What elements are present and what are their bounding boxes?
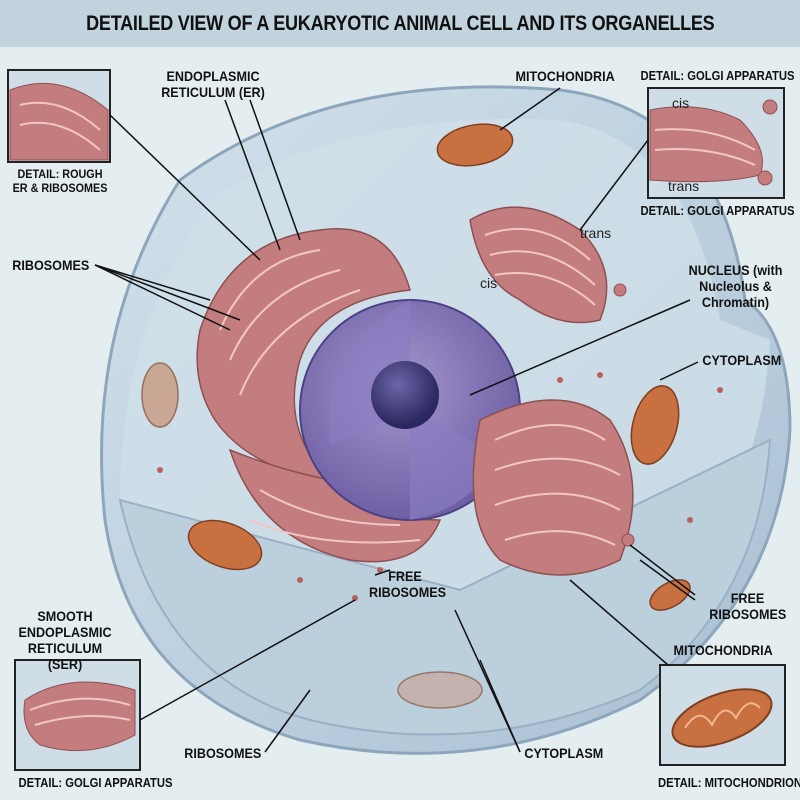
leader-lines — [94, 87, 699, 753]
label-rough-er-detail: DETAIL: ROUGH ER & RIBOSOMES — [12, 167, 108, 195]
label-golgi-detail-bottom: DETAIL: GOLGI APPARATUS — [640, 204, 795, 218]
label-er: ENDOPLASMIC RETICULUM (ER) — [161, 68, 265, 100]
label-ser-detail: DETAIL: GOLGI APPARATUS — [18, 776, 173, 790]
free-ribosomes — [157, 283, 723, 601]
inset-ser — [14, 659, 141, 771]
er-cisternae-lines — [219, 249, 421, 544]
label-inset-cis: cis — [672, 95, 690, 111]
mitochondria — [141, 123, 691, 709]
nucleolus — [371, 361, 439, 429]
nucleus-cutaway — [329, 300, 500, 520]
inset-rough-er — [7, 69, 111, 163]
label-mitochondria-bottom: MITOCHONDRIA — [673, 642, 773, 658]
label-inset-trans: trans — [668, 178, 700, 194]
label-ribosomes-bottom: RIBOSOMES — [184, 745, 262, 761]
golgi-apparatus — [469, 206, 634, 576]
label-cytoplasm-bottom: CYTOPLASM — [524, 745, 604, 761]
label-free-ribosomes-right: FREE RIBOSOMES — [709, 590, 787, 622]
page-title: DETAILED VIEW OF A EUKARYOTIC ANIMAL CEL… — [85, 11, 715, 35]
label-cytoplasm-right: CYTOPLASM — [702, 352, 782, 368]
label-free-ribosomes-center: FREE RIBOSOMES — [369, 568, 447, 600]
label-mitochondria-top: MITOCHONDRIA — [515, 68, 615, 84]
label-ribosomes-left: RIBOSOMES — [12, 257, 90, 273]
inset-golgi — [647, 87, 785, 199]
label-golgi-trans: trans — [580, 225, 612, 241]
title-bar: DETAILED VIEW OF A EUKARYOTIC ANIMAL CEL… — [0, 0, 800, 47]
label-golgi-detail-top: DETAIL: GOLGI APPARATUS — [640, 69, 795, 83]
label-mitochondrion-detail: DETAIL: MITOCHONDRION — [657, 776, 800, 790]
label-ser: SMOOTH ENDOPLASMIC RETICULUM (SER) — [18, 608, 112, 672]
label-nucleus: NUCLEUS (with Nucleolus & Chromatin) — [688, 262, 783, 310]
inset-mitochondrion — [659, 664, 786, 766]
cutaway-floor — [118, 438, 772, 736]
label-golgi-cis: cis — [480, 275, 498, 291]
